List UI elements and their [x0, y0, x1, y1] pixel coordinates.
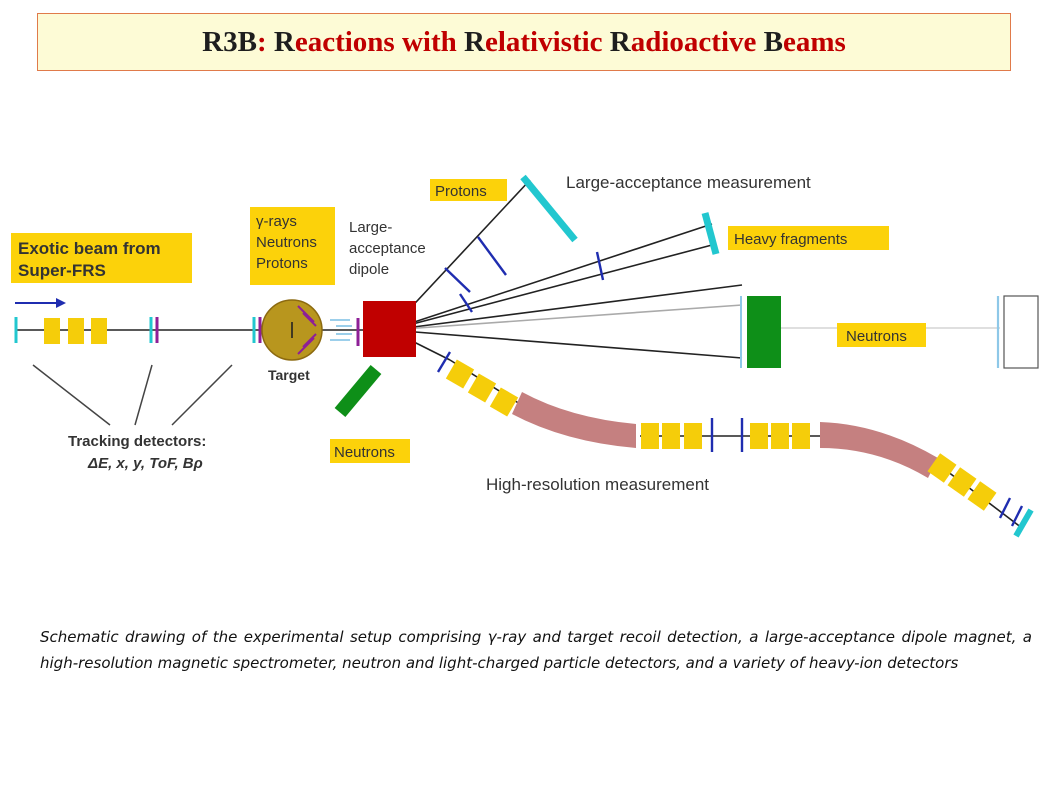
hr-magnets-group-2-element — [684, 423, 702, 449]
neutron-detector-lower — [334, 365, 382, 417]
large-acceptance-label: Large-acceptance measurement — [566, 173, 811, 192]
title-part: R — [609, 25, 631, 58]
fiber-detectors-element — [459, 293, 473, 313]
dipole-line1: Large- — [349, 219, 392, 236]
heavy-fragment-tof-wall — [701, 212, 720, 255]
target-recoil-detectors-element — [302, 333, 317, 348]
target-recoil-detectors-element — [302, 312, 317, 327]
high-resolution-label: High-resolution measurement — [486, 475, 709, 494]
label-dipole: Large- acceptance dipole — [349, 219, 426, 278]
slide-title: R3B : R eactions with R elativistic R ad… — [37, 13, 1011, 71]
title-part: elativistic — [484, 25, 610, 58]
hr-magnets-group-2-element — [662, 423, 680, 449]
title-part: : — [256, 25, 274, 58]
hr-magnets-group-1 — [445, 359, 519, 417]
figure-caption: Schematic drawing of the experimental se… — [40, 628, 1032, 672]
hr-dipole-1 — [512, 392, 636, 448]
hr-magnets-group-1-element — [489, 387, 519, 417]
fiber-detectors-element — [477, 236, 507, 276]
tracking-pointers-element — [32, 364, 111, 426]
ray-neutral-gray — [389, 304, 743, 331]
hr-magnets-group-4 — [927, 453, 997, 511]
hr-magnets-group-4-element — [927, 453, 957, 483]
tracking-line1: Tracking detectors: — [68, 433, 206, 450]
target-assembly — [261, 299, 360, 361]
hr-magnets-group-4-element — [967, 481, 997, 511]
neutrons-right-label: Neutrons — [846, 328, 907, 345]
target-recoil-detectors-element — [297, 305, 315, 323]
far-neutron-detector — [996, 295, 1039, 369]
title-part: B — [763, 25, 783, 58]
target-recoil-detectors-element — [297, 337, 315, 355]
neutrons-lower-label: Neutrons — [334, 444, 395, 461]
tracking-pointers-element — [134, 364, 153, 426]
label-neutrons-right-element — [837, 323, 926, 347]
title-part: eams — [783, 25, 846, 58]
beam-magnet-2 — [68, 318, 84, 344]
ray-neutrons — [389, 329, 743, 359]
label-protons: Protons — [430, 179, 507, 201]
label-target-emission-element — [250, 207, 335, 285]
hr-magnets-group-3-element — [771, 423, 789, 449]
far-neutron-detector-element — [1003, 295, 1039, 369]
hr-magnets-group-1-element — [467, 373, 497, 403]
label-protons-element — [430, 179, 507, 201]
protons-label: Protons — [435, 183, 487, 200]
ray-heavy-1 — [389, 223, 713, 331]
title-part: R — [464, 25, 485, 58]
label-target-emission: γ-rays Neutrons Protons — [250, 207, 335, 285]
hr-detector-4 — [998, 497, 1012, 519]
hr-magnets-group-3-element — [750, 423, 768, 449]
tracking-pointers-element — [171, 364, 233, 426]
ray-heavy-2 — [389, 244, 713, 331]
title-part: R3B — [202, 25, 257, 58]
hr-magnets-group-1-element — [445, 359, 475, 389]
target-detector-blue — [330, 319, 352, 341]
target-recoil-detectors — [297, 305, 317, 355]
label-heavy-fragments: Heavy fragments — [728, 226, 889, 250]
dipole-line2: acceptance — [349, 240, 426, 257]
beam-arrow-element — [56, 298, 66, 308]
label-neutrons-right: Neutrons — [837, 323, 926, 347]
fiber-detectors-element — [444, 267, 471, 293]
proton-wall-detector — [520, 174, 578, 243]
tracking-pointers — [32, 364, 233, 426]
large-acceptance-dipole — [363, 301, 416, 357]
hr-magnets-group-3 — [750, 423, 810, 449]
dipole-line3: dipole — [349, 261, 389, 278]
hr-magnets-group-3-element — [792, 423, 810, 449]
beam-magnet-1 — [44, 318, 60, 344]
exotic-beam-line2: Super-FRS — [18, 261, 106, 280]
label-neutrons-lower-element — [330, 439, 410, 463]
title-part: adioactive — [630, 25, 764, 58]
hr-magnets-group-2 — [641, 423, 702, 449]
neutron-detector-green — [747, 296, 781, 368]
hr-magnets-group-4-element — [947, 467, 977, 497]
fiber-detectors — [444, 236, 605, 313]
label-tracking: Tracking detectors: ΔE, x, y, ToF, Bρ — [68, 433, 206, 472]
label-neutrons-lower: Neutrons — [330, 439, 410, 463]
ray-mid — [389, 284, 743, 331]
beam-magnet-3 — [91, 318, 107, 344]
emission-line2: Neutrons — [256, 234, 317, 251]
hr-detector-1 — [436, 351, 452, 373]
beam-arrow — [15, 298, 66, 308]
emission-line3: Protons — [256, 255, 308, 272]
tracking-line2: ΔE, x, y, ToF, Bρ — [87, 455, 203, 472]
heavy-fragments-label: Heavy fragments — [734, 231, 847, 248]
hr-dipole-2 — [820, 422, 938, 478]
hr-magnets-group-2-element — [641, 423, 659, 449]
hr-tof-wall — [1013, 508, 1034, 538]
label-exotic-beam: Exotic beam from Super-FRS — [11, 233, 192, 283]
emission-line1: γ-rays — [256, 213, 297, 230]
label-exotic-beam-element — [11, 233, 192, 283]
title-part: R — [273, 25, 295, 58]
exotic-beam-line1: Exotic beam from — [18, 239, 161, 258]
label-heavy-fragments-element — [728, 226, 889, 250]
title-part: eactions with — [294, 25, 465, 58]
fiber-detectors-element — [595, 251, 605, 281]
target-label: Target — [268, 367, 310, 383]
hr-detector-5 — [1010, 505, 1024, 527]
